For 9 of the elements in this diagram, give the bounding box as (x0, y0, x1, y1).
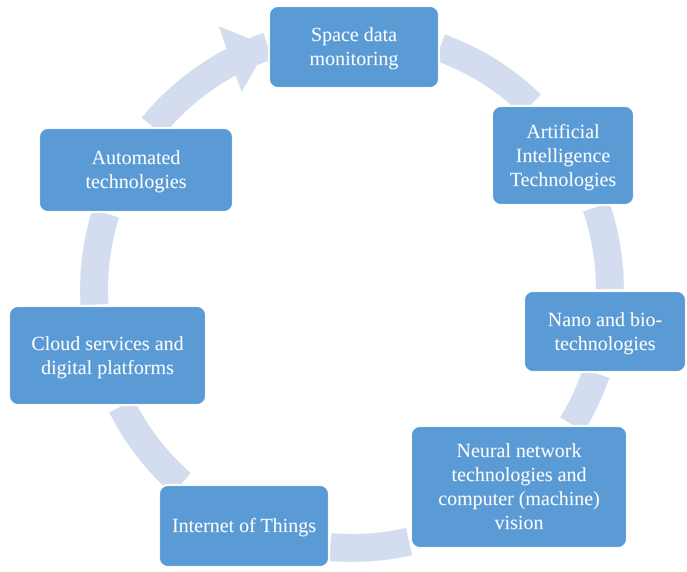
process-box: Artificial Intelligence Technologies (491, 105, 635, 206)
process-box: Internet of Things (158, 484, 330, 568)
process-box: Space data monitoring (268, 5, 440, 89)
process-box: Nano and bio-technologies (523, 290, 687, 373)
cycle-arc (330, 528, 412, 562)
process-box: Neural network technologies and computer (machine) vision (410, 425, 628, 549)
process-box: Cloud services and digital platforms (8, 305, 207, 406)
cycle-arc (582, 203, 624, 290)
process-box: Automated technologies (38, 127, 234, 213)
